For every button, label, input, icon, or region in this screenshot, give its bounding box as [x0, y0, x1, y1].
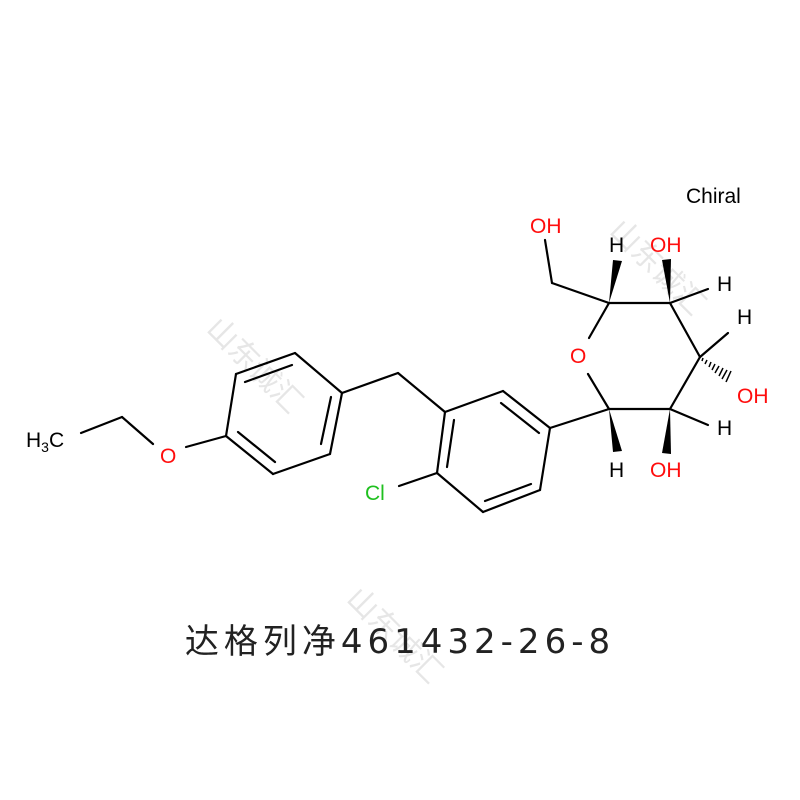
aryl-glycoside-bond — [548, 407, 611, 430]
chiral-label: Chiral — [686, 185, 741, 208]
c5-h-label: H — [609, 234, 624, 257]
c4-h-label: H — [717, 273, 732, 296]
hydroxymethyl-oh-label: OH — [530, 215, 562, 238]
cl-bond — [397, 471, 439, 488]
ethoxy-group: H3C O — [26, 415, 228, 468]
ring-b-chlorophenyl: Cl — [365, 389, 552, 514]
methyl-label: H3C — [26, 429, 64, 455]
bridge-bond-1 — [340, 371, 400, 395]
c3-oh-label: OH — [737, 385, 769, 408]
glucose-ring: O OH H OH H H OH H OH — [530, 215, 769, 482]
ring-a-ethoxyphenyl — [224, 351, 344, 476]
bridge-bond-2 — [396, 371, 447, 414]
compound-caption: 达格列净461432-26-8 — [184, 622, 616, 662]
ring-oxygen-label: O — [570, 345, 586, 368]
c2-oh-label: OH — [650, 459, 682, 482]
ether-oxygen-label: O — [160, 445, 176, 468]
c4-oh-label: OH — [650, 234, 682, 257]
c3-h-label: H — [737, 306, 752, 329]
c1-h-label: H — [609, 459, 624, 482]
c2-h-label: H — [717, 417, 732, 440]
chlorine-label: Cl — [365, 482, 385, 505]
